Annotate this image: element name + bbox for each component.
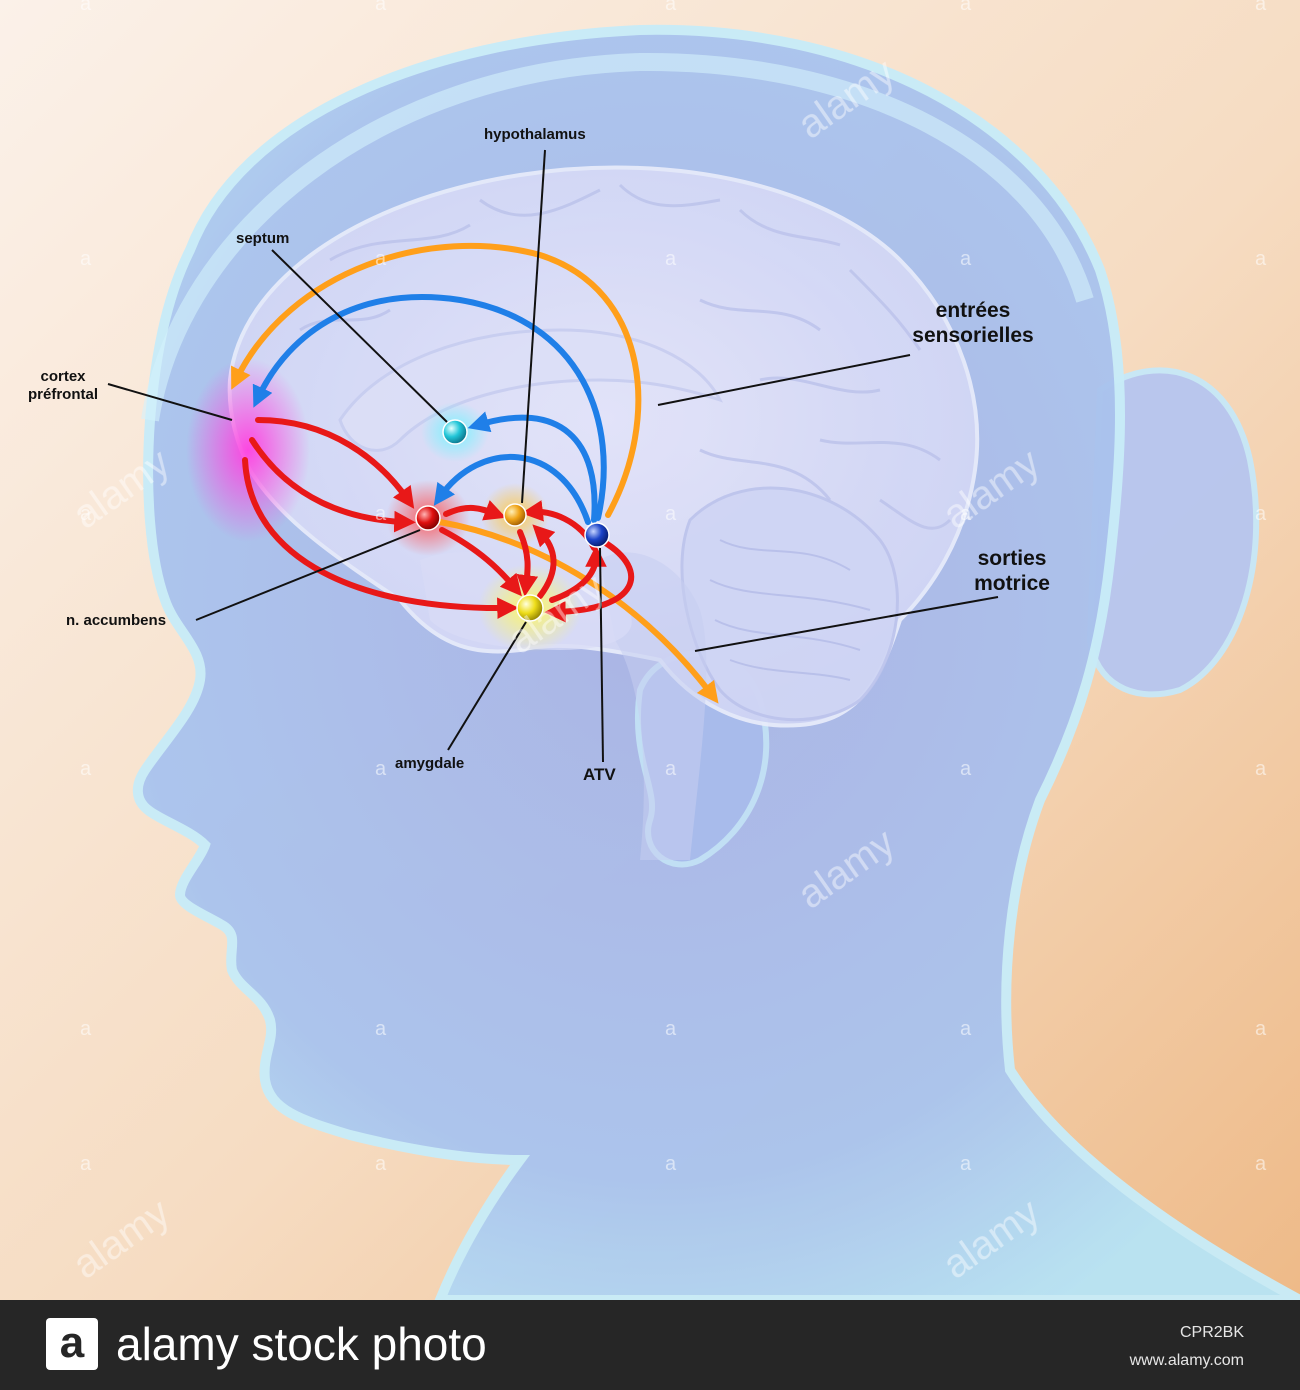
- watermark-glyph: a: [375, 758, 387, 780]
- brain-reward-diagram: alamy alamy alamy alamy alamy alamy alam…: [0, 0, 1300, 1300]
- cortex-leader: [107, 383, 233, 421]
- label-sorties-motrice: sorties motrice: [962, 546, 1062, 596]
- image-id: CPR2BK: [1179, 1324, 1244, 1341]
- watermark-glyph: a: [1255, 248, 1267, 270]
- red-pathways: [242, 417, 634, 623]
- hypothalamus-node: [503, 503, 527, 527]
- blue-pathways: [252, 294, 607, 525]
- watermark-glyph: a: [960, 248, 972, 270]
- watermark-glyph: a: [960, 0, 972, 15]
- watermark-glyph: a: [665, 248, 677, 270]
- cortex-to-amygdale-arrow: [242, 457, 519, 619]
- brand-text: alamy stock photo: [116, 1318, 487, 1370]
- atv-to-amygdale-loop-arrow: [544, 539, 634, 623]
- atv-leader: [599, 547, 604, 763]
- atv-to-cortex-blue-arrow: [252, 294, 607, 521]
- hypothalamus-leader: [521, 149, 546, 504]
- amygdale-to-atv-arrow: [549, 545, 607, 603]
- label-entrees-line2: sensorielles: [912, 324, 1034, 348]
- label-sorties-line1: sorties: [977, 547, 1047, 570]
- label-cortex-prefrontal: cortex préfrontal: [18, 368, 108, 404]
- label-atv: ATV: [583, 765, 616, 784]
- accumbens-leader: [195, 529, 421, 621]
- watermark-glyph: a: [80, 503, 92, 525]
- watermark-glyph: a: [1255, 503, 1267, 525]
- watermark-glyph: a: [1255, 1153, 1267, 1175]
- watermark-glyph: a: [375, 1153, 387, 1175]
- watermark-glyph: a: [665, 0, 677, 15]
- accumbens-node: [415, 505, 441, 531]
- label-septum: septum: [236, 230, 290, 247]
- atv-to-septum-arrow: [467, 411, 598, 523]
- watermark-glyph: a: [80, 1018, 92, 1040]
- accumbens-to-amygdale-arrow: [439, 527, 522, 597]
- label-hypothalamus: hypothalamus: [484, 126, 586, 143]
- watermark-glyph: a: [375, 0, 387, 15]
- label-cortex-line2: préfrontal: [27, 386, 98, 403]
- watermark-glyph: a: [1255, 0, 1267, 15]
- watermark-glyph: a: [80, 1153, 92, 1175]
- watermark-glyph: a: [375, 248, 387, 270]
- watermark-glyph: a: [665, 1153, 677, 1175]
- watermark-glyph: a: [665, 1018, 677, 1040]
- watermark-glyph: a: [1255, 758, 1267, 780]
- watermark-glyph: a: [960, 1018, 972, 1040]
- watermark-glyph: a: [665, 758, 677, 780]
- atv-to-cortex-orange-arrow: [231, 242, 642, 518]
- watermark-glyphs: a a a a a a a a a a a a a a a a a a a a a a a a a a a a a a: [80, 0, 1267, 1175]
- cortex-to-accumbens-arrow-2: [249, 437, 416, 533]
- watermark-glyph: a: [80, 758, 92, 780]
- watermark-glyph: a: [1255, 1018, 1267, 1040]
- label-entrees-sensorielles: entrées sensorielles: [898, 298, 1048, 348]
- watermark-glyph: a: [375, 1018, 387, 1040]
- leader-lines: [107, 149, 999, 763]
- label-sorties-line2: motrice: [974, 572, 1050, 596]
- alamy-logo-icon: a: [46, 1318, 98, 1370]
- cortex-to-accumbens-arrow-1: [255, 417, 415, 509]
- amygdale-leader: [447, 621, 527, 751]
- stock-footer-bar: a alamy stock photo CPR2BK www.alamy.com: [0, 1300, 1300, 1390]
- watermark-glyph: a: [375, 503, 387, 525]
- watermark-glyph: a: [960, 1153, 972, 1175]
- site-url: www.alamy.com: [1129, 1352, 1244, 1369]
- septum-node: [442, 419, 468, 445]
- label-entrees-line1: entrées: [935, 299, 1011, 322]
- watermark-glyph: a: [80, 0, 92, 15]
- watermark-glyph: a: [80, 248, 92, 270]
- septum-leader: [271, 249, 448, 423]
- atv-to-accumbens-blue-arrow: [433, 454, 591, 525]
- region-nodes: [415, 419, 610, 622]
- accumbens-to-hypothalamus-arrow: [443, 500, 507, 521]
- hypothalamus-to-amygdale-arrow: [516, 529, 539, 597]
- watermark-glyph: a: [665, 503, 677, 525]
- label-amygdale: amygdale: [395, 755, 465, 772]
- amygdale-to-hypothalamus-arrow: [532, 524, 557, 599]
- entrees-leader: [657, 354, 911, 406]
- amygdale-node: [516, 594, 544, 622]
- atv-node: [584, 522, 610, 548]
- label-cortex-line1: cortex: [40, 368, 86, 385]
- watermark-glyph: a: [960, 758, 972, 780]
- watermark-glyph: a: [960, 503, 972, 525]
- label-n-accumbens: n. accumbens: [66, 612, 167, 629]
- sorties-leader: [694, 596, 999, 652]
